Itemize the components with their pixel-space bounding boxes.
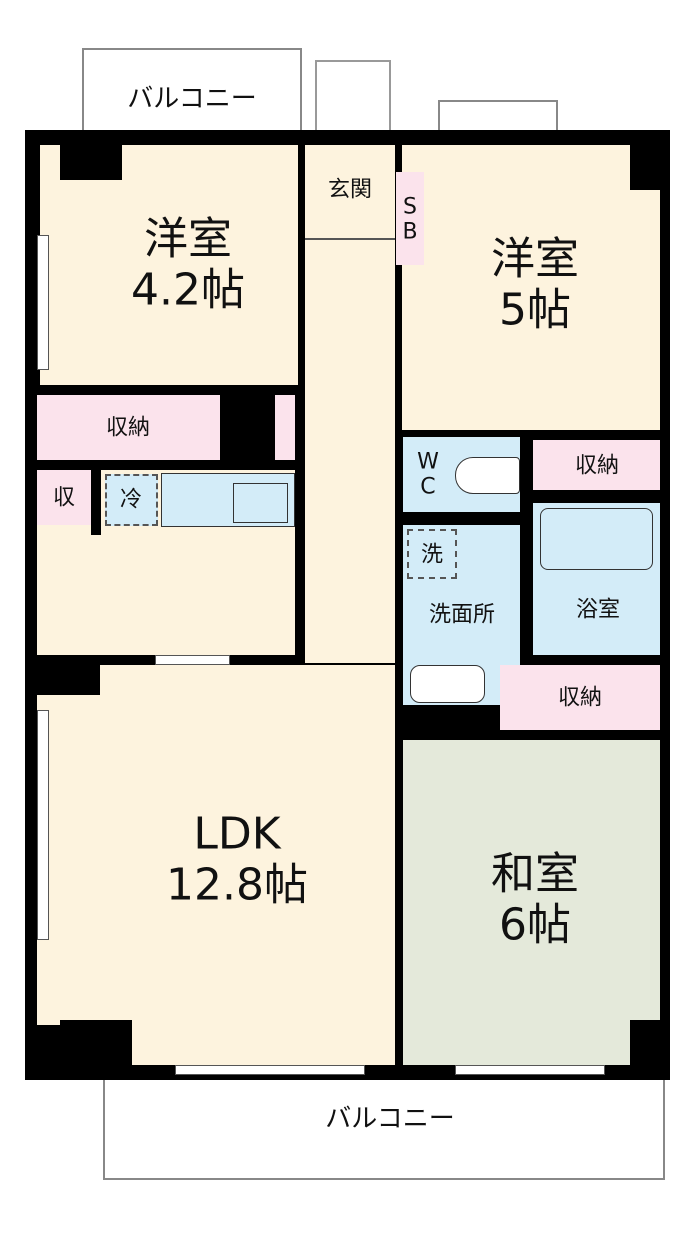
washer-space bbox=[407, 529, 457, 579]
storage-right bbox=[533, 440, 660, 490]
balcony-top-label: バルコニー bbox=[127, 84, 257, 115]
balcony-bottom-label: バルコニー bbox=[325, 1104, 455, 1135]
balcony-top bbox=[82, 48, 302, 138]
storage-lower-label: 収納 bbox=[557, 685, 603, 711]
storage-lower bbox=[500, 665, 660, 730]
entrance-label: 玄関 bbox=[327, 177, 373, 203]
pillar bbox=[630, 130, 670, 190]
toilet-icon bbox=[455, 457, 520, 494]
shoe-box bbox=[396, 172, 424, 265]
hallway bbox=[305, 145, 395, 663]
storage-left bbox=[37, 395, 220, 460]
room-ldk-label: LDK 12.8帖 bbox=[166, 808, 308, 910]
storage-right-label: 収納 bbox=[574, 453, 620, 479]
fridge-label: 冷 bbox=[119, 487, 143, 513]
washer-label: 洗 bbox=[420, 542, 444, 568]
storage-hall bbox=[275, 395, 295, 460]
storage-small bbox=[37, 470, 91, 525]
window bbox=[175, 1065, 365, 1075]
bathtub-icon bbox=[540, 508, 653, 570]
room-western-5 bbox=[402, 145, 660, 430]
window bbox=[155, 655, 230, 665]
pillar bbox=[630, 1020, 670, 1080]
room-japanese-6 bbox=[403, 740, 660, 1065]
wc-label: W C bbox=[417, 449, 439, 500]
shoe-box-label: S B bbox=[402, 194, 418, 245]
fridge-space bbox=[105, 474, 158, 526]
room-japanese-6-label: 和室 6帖 bbox=[491, 848, 579, 950]
pillar bbox=[60, 130, 122, 180]
room-ldk bbox=[80, 665, 395, 1065]
window bbox=[37, 235, 49, 370]
storage-small-label: 収 bbox=[52, 485, 76, 511]
pillar bbox=[60, 1020, 132, 1080]
window bbox=[455, 1065, 605, 1075]
bathroom bbox=[533, 503, 660, 655]
balcony-bottom bbox=[103, 1075, 665, 1180]
pillar bbox=[25, 655, 100, 695]
kitchen-sink bbox=[233, 483, 288, 523]
entrance-step bbox=[305, 238, 395, 240]
wash-basin-icon bbox=[410, 665, 485, 703]
room-western-4-2 bbox=[40, 145, 298, 385]
room-western-5-label: 洋室 5帖 bbox=[491, 233, 579, 335]
kitchen-counter bbox=[161, 473, 295, 527]
kitchen-wall bbox=[91, 470, 101, 535]
storage-left-label: 収納 bbox=[105, 415, 151, 441]
room-western-4-2-label: 洋室 4.2帖 bbox=[131, 213, 245, 315]
washroom-label: 洗面所 bbox=[428, 602, 496, 628]
window bbox=[37, 710, 49, 940]
bathroom-label: 浴室 bbox=[575, 597, 621, 623]
